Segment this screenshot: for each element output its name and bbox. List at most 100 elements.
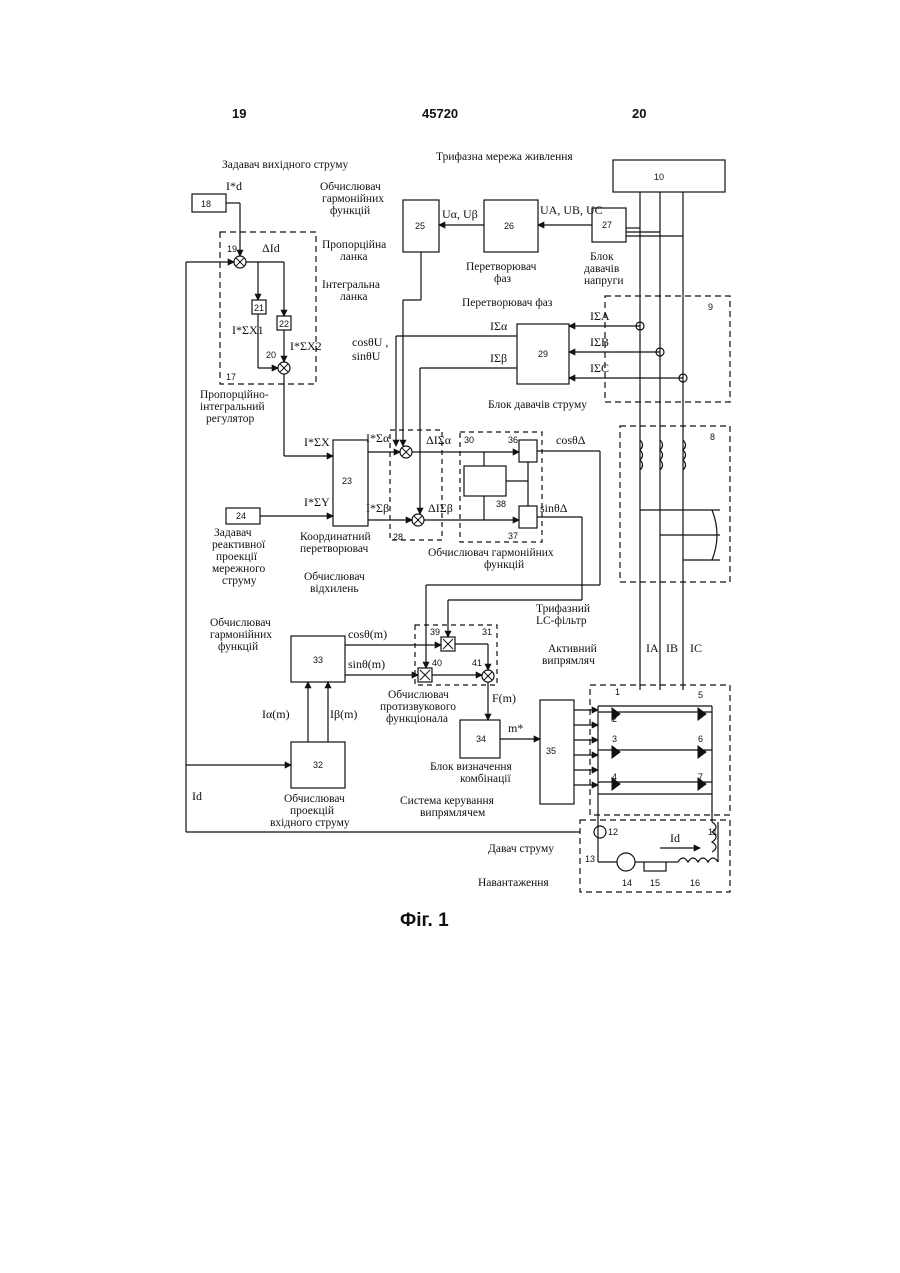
num-2: 2 [612,714,617,724]
label-current-sensor-block: Блок давачів струму [488,399,587,411]
num-16: 16 [690,878,700,888]
label-integral-link-1: Інтегральна [322,279,380,291]
label-lc-filter-1: Трифазний [536,603,590,615]
num-7: 7 [698,772,703,782]
label-counter-functional-1: Обчислювач [388,689,449,701]
num-38: 38 [496,499,506,509]
label-pi-regulator-3: регулятор [206,413,254,425]
label-rectifier-control-2: випрямлячем [420,807,486,819]
label-coord-converter-1: Координатний [300,531,371,543]
label-reactive-setter-1: Задавач [214,527,252,539]
num-39: 39 [430,627,440,637]
block-14-source [617,853,635,871]
label-lc-filter-2: LC-фільтр [536,615,587,627]
label-phase-conv-top-2: фаз [494,273,512,285]
sig-id-load: Id [670,831,680,845]
sig-i-sx1: I*ΣX1 [232,323,264,337]
sig-id-feedback: Id [192,789,202,803]
label-harmonic-left-3: функцій [218,641,258,653]
label-active-rectifier-2: випрямляч [542,655,595,667]
sig-ib: IB [666,641,678,655]
sig-cos-u: cosθU , [352,335,388,349]
num-17: 17 [226,372,236,382]
sig-sin-u: sinθU [352,349,381,363]
label-voltage-sensors-1: Блок [590,251,614,263]
label-combination-2: комбінації [460,773,511,785]
sig-i-sa: IΣA [590,309,610,323]
sig-cos-m: cosθ(m) [348,627,387,641]
label-input-projection-1: Обчислювач [284,793,345,805]
label-coord-converter-2: перетворювач [300,543,369,555]
label-harmonic-top-1: Обчислювач [320,181,381,193]
label-input-projection-2: проекцій [290,805,334,817]
label-voltage-sensors-3: напруги [584,275,623,287]
num-37: 37 [508,531,518,541]
num-23: 23 [342,476,352,486]
figure-caption: Фіг. 1 [400,910,449,932]
label-integral-link-2: ланка [340,291,368,303]
block-36 [519,440,537,462]
label-deviation-calc-1: Обчислювач [304,571,365,583]
sig-i-sx-star: I*ΣX [304,435,330,449]
label-phase-conv-top-1: Перетворювач [466,261,537,273]
sig-i-sc: IΣC [590,361,609,375]
sig-cos-delta: cosθΔ [556,433,586,447]
label-load: Навантаження [478,877,549,889]
sig-i-sb: IΣB [590,335,609,349]
num-4: 4 [612,772,617,782]
sig-i-alpha-m: Iα(m) [262,707,290,721]
block-10-grid [613,160,725,192]
num-36: 36 [508,435,518,445]
sig-id-star: I*d [226,179,242,193]
label-input-projection-3: вхідного струму [270,817,350,829]
label-active-rectifier-1: Активний [548,643,597,655]
num-20: 20 [266,350,276,360]
sig-d-i-salpha: ΔIΣα [426,433,452,447]
sig-i-salpha: IΣα [490,319,508,333]
num-35: 35 [546,746,556,756]
label-current-sensor: Давач струму [488,843,554,855]
label-setter-output-current: Задавач вихідного струму [222,159,348,171]
num-1: 1 [615,687,620,697]
sig-m-star: m* [508,721,523,735]
sig-i-sx2: I*ΣX2 [290,339,322,353]
num-34: 34 [476,734,486,744]
lc-filter-frame [620,426,730,582]
label-combination-1: Блок визначення [430,761,513,773]
num-27: 27 [602,220,612,230]
label-reactive-setter-2: реактивної [212,539,266,551]
num-12: 12 [608,827,618,837]
num-30: 30 [464,435,474,445]
label-prop-link-2: ланка [340,251,368,263]
num-32: 32 [313,760,323,770]
sig-i-beta-m: Iβ(m) [330,707,357,721]
label-harmonic-mid-2: функцій [484,559,524,571]
sig-i-sbeta: IΣβ [490,351,507,365]
sig-i-sbeta-star: I*Σβ [366,501,389,515]
label-reactive-setter-4: мережного [212,563,266,575]
num-25: 25 [415,221,425,231]
num-15: 15 [650,878,660,888]
num-22: 22 [279,319,289,329]
label-deviation-calc-2: відхилень [310,583,359,595]
label-counter-functional-3: функціонала [386,713,448,725]
num-14: 14 [622,878,632,888]
label-reactive-setter-3: проекції [216,551,258,563]
label-harmonic-top-3: функцій [330,205,370,217]
num-18: 18 [201,199,211,209]
num-31: 31 [482,627,492,637]
harmonic-calc-mid-frame [460,432,542,542]
label-reactive-setter-5: струму [222,575,257,587]
num-3: 3 [612,734,617,744]
num-6: 6 [698,734,703,744]
num-40: 40 [432,658,442,668]
num-9: 9 [708,302,713,312]
sig-sin-delta: sinθΔ [540,501,568,515]
sig-i-sy-star: I*ΣY [304,495,330,509]
label-three-phase-grid: Трифазна мережа живлення [436,151,573,163]
block-37 [519,506,537,528]
label-prop-link-1: Пропорційна [322,239,386,251]
block-38 [464,466,506,496]
num-28: 28 [393,532,403,542]
